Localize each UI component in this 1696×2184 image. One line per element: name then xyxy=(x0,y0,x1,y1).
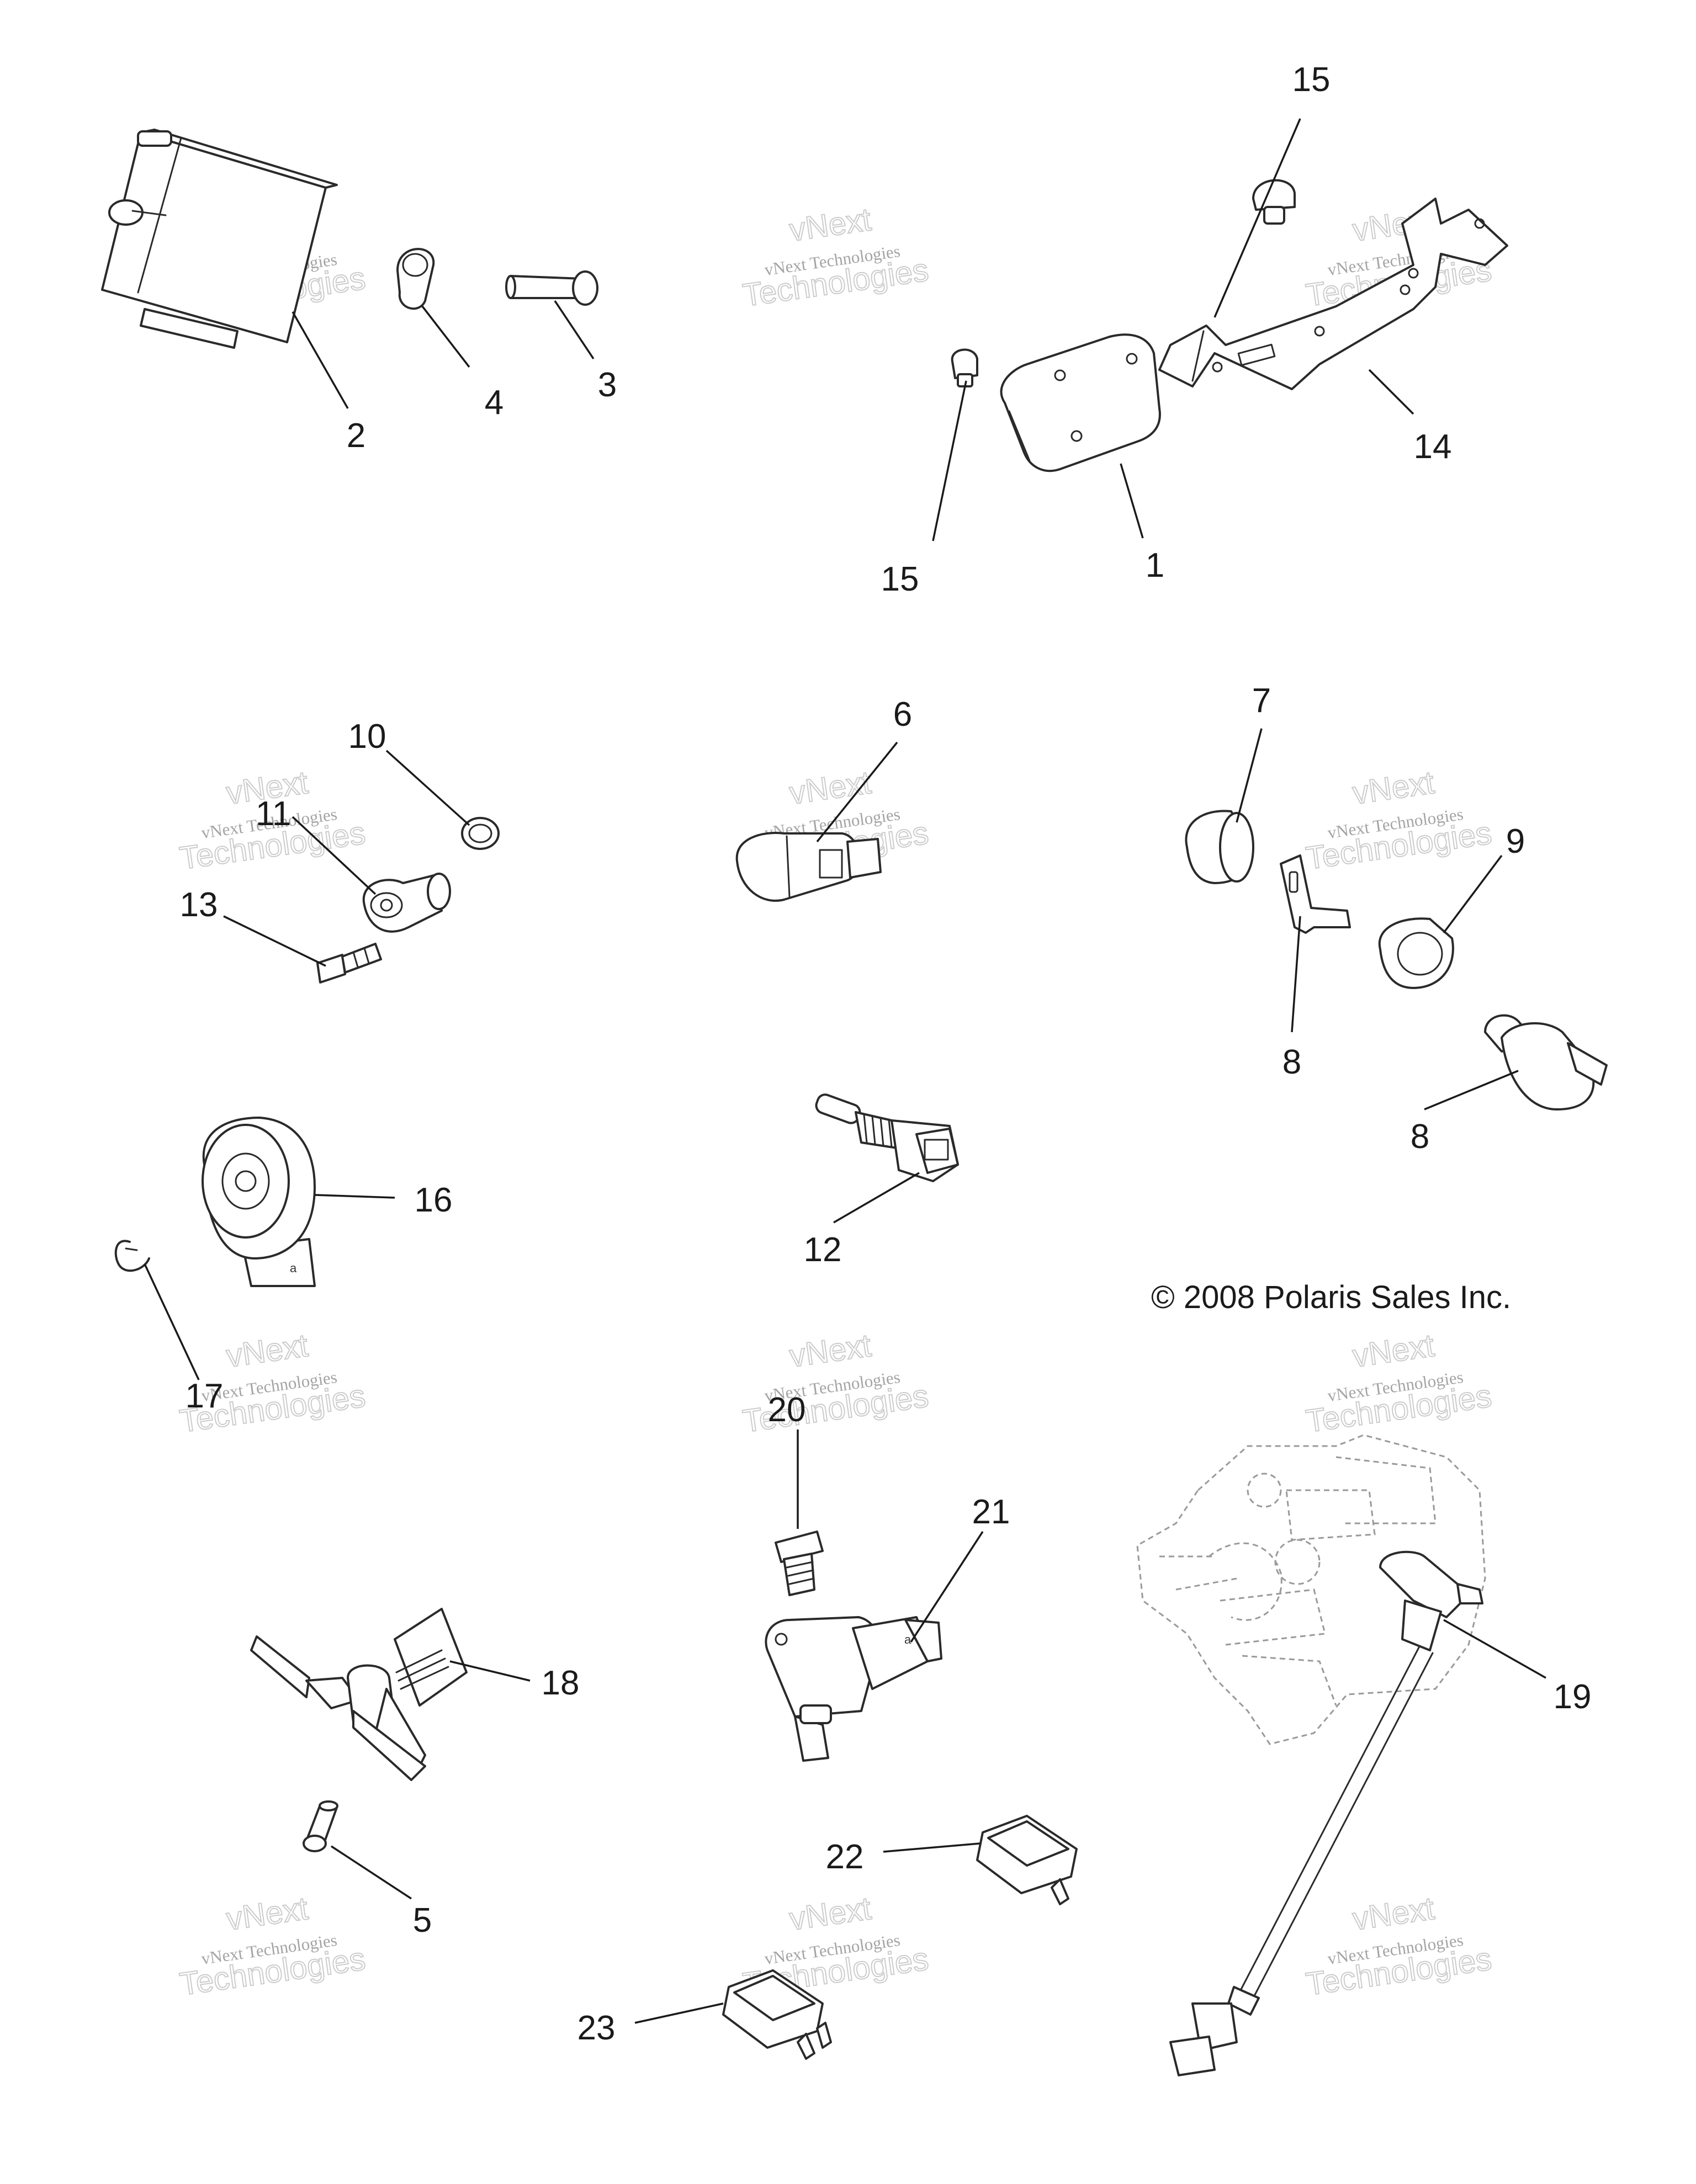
part-1-module-cover xyxy=(1000,333,1161,472)
part-6-sensor xyxy=(735,832,882,902)
watermark-big-line1: vNext xyxy=(787,201,873,248)
callout-16: 16 xyxy=(415,1181,453,1219)
part-22-switch xyxy=(976,1815,1078,1905)
callout-22: 22 xyxy=(826,1838,864,1876)
part-20-bolt xyxy=(775,1531,824,1596)
callout-20: 20 xyxy=(768,1391,806,1429)
leader-1 xyxy=(1120,463,1144,539)
callout-8-left: 8 xyxy=(1282,1043,1301,1081)
leader-8b xyxy=(1424,1070,1519,1110)
watermark-big-line1: vNext xyxy=(224,1890,310,1937)
leader-14 xyxy=(1368,369,1414,415)
leader-9 xyxy=(1443,854,1503,934)
part-23-switch xyxy=(722,1969,832,2060)
leader-19 xyxy=(1443,1619,1546,1679)
copyright-text: © 2008 Polaris Sales Inc. xyxy=(1151,1279,1511,1315)
callout-17: 17 xyxy=(186,1377,224,1415)
leader-23 xyxy=(634,2002,724,2024)
callout-labels: 2 4 3 15 14 1 15 10 11 13 6 12 7 9 8 8 1… xyxy=(180,61,1592,2047)
callout-1: 1 xyxy=(1146,546,1164,584)
callout-10: 10 xyxy=(348,718,386,756)
part-9-nut xyxy=(1378,917,1454,989)
leader-12 xyxy=(833,1172,920,1224)
part-13-bolt xyxy=(316,943,382,984)
leader-5 xyxy=(331,1845,412,1900)
leader-11 xyxy=(292,816,377,895)
callout-14: 14 xyxy=(1414,428,1452,466)
callout-3: 3 xyxy=(598,366,617,404)
part-11-sensor xyxy=(362,873,451,933)
part-17-e-clip xyxy=(114,1240,150,1272)
part-15-rivet-upper xyxy=(1252,179,1296,225)
callout-8-right: 8 xyxy=(1411,1118,1429,1156)
leader-22 xyxy=(883,1842,981,1853)
callout-18: 18 xyxy=(542,1664,580,1702)
part-2-ecu-box xyxy=(101,129,338,349)
leader-4 xyxy=(421,305,470,368)
leader-16 xyxy=(314,1194,395,1199)
callout-7: 7 xyxy=(1252,682,1271,720)
part-16-knock-sensor: a xyxy=(202,1117,316,1287)
callout-2: 2 xyxy=(347,417,365,455)
part-14-bracket xyxy=(1158,198,1508,390)
part-21-map-sensor: a xyxy=(765,1616,942,1762)
leader-18 xyxy=(449,1660,531,1682)
watermark-big-line1: vNext xyxy=(1350,1890,1437,1937)
engine-outline xyxy=(1136,1434,1486,1745)
callout-21: 21 xyxy=(972,1493,1010,1531)
leader-15a xyxy=(1213,118,1301,318)
leader-lines xyxy=(144,118,1546,2024)
leader-2 xyxy=(292,311,349,409)
leader-10 xyxy=(385,750,470,826)
part-5-pin xyxy=(303,1800,338,1852)
leader-6 xyxy=(816,741,898,843)
watermark-big-line1: vNext xyxy=(1350,1327,1437,1374)
callout-4: 4 xyxy=(485,384,504,422)
part-7-cap xyxy=(1185,810,1254,884)
callout-6: 6 xyxy=(893,695,912,734)
leader-21 xyxy=(910,1531,984,1643)
part-8-switch xyxy=(1484,1014,1608,1110)
callout-23: 23 xyxy=(577,2009,616,2047)
callout-12: 12 xyxy=(804,1231,842,1269)
callout-13: 13 xyxy=(180,886,218,924)
leader-8a xyxy=(1291,916,1301,1033)
part-19-sensor-with-engine xyxy=(1136,1434,1486,2076)
callout-15-upper: 15 xyxy=(1292,61,1331,99)
leader-15b xyxy=(932,380,967,541)
callout-9: 9 xyxy=(1506,822,1525,860)
leader-13 xyxy=(223,915,326,967)
svg-text:a: a xyxy=(904,1633,911,1646)
svg-text:a: a xyxy=(290,1261,297,1275)
part-15-rivet-lower xyxy=(951,348,978,387)
callout-11: 11 xyxy=(256,795,291,833)
watermark-big-line1: vNext xyxy=(224,1327,310,1374)
callout-19: 19 xyxy=(1554,1678,1592,1716)
watermark-big-line1: vNext xyxy=(787,1327,873,1374)
part-18-speed-sensor xyxy=(250,1608,468,1781)
part-12-temp-sensor xyxy=(815,1093,959,1182)
part-3-pin xyxy=(505,270,598,306)
callout-5: 5 xyxy=(413,1901,432,1939)
leader-7 xyxy=(1236,728,1263,823)
watermark-big-line1: vNext xyxy=(787,1890,873,1937)
leader-3 xyxy=(554,300,595,359)
leader-17 xyxy=(144,1263,200,1380)
watermark-big-line1: vNext xyxy=(1350,764,1437,811)
part-10-o-ring xyxy=(461,817,500,850)
callout-15-lower: 15 xyxy=(881,560,919,598)
part-4-clamp xyxy=(396,248,435,310)
